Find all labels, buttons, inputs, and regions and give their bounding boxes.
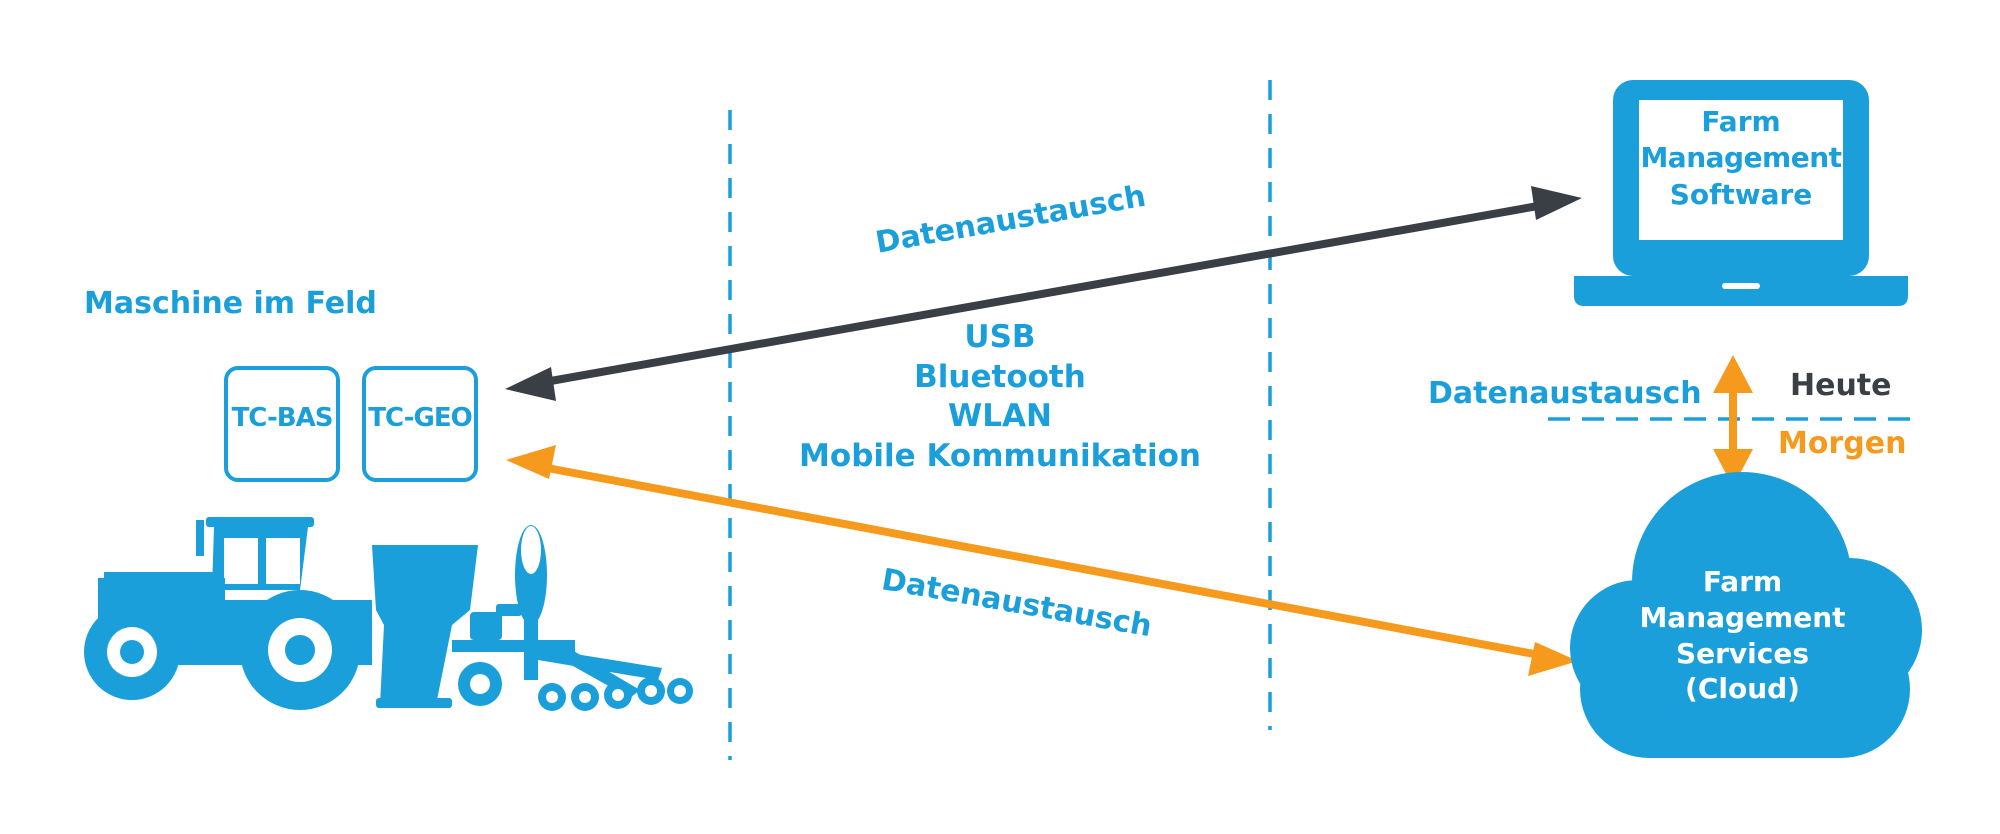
services-line-2: Management [1639,600,1846,634]
right-exchange-label: Datenaustausch [1428,376,1702,411]
software-title: Farm Management Software [1639,104,1843,213]
services-title: Farm Management Services (Cloud) [1600,564,1885,707]
tomorrow-label: Morgen [1778,426,1907,461]
channel-bluetooth: Bluetooth [914,358,1086,395]
seed-drill-icon [372,525,693,711]
upper-exchange-arrow [505,186,1582,401]
today-label: Heute [1790,368,1892,403]
module-box-tc-bas [224,366,340,482]
channel-mobile: Mobile Kommunikation [799,438,1201,475]
vertical-exchange-arrow [1713,355,1753,487]
machine-title: Maschine im Feld [84,286,377,321]
module-box-tc-geo [362,366,478,482]
channel-usb: USB [964,319,1036,355]
channel-list: USB Bluetooth WLAN Mobile Kommunikation [760,318,1240,477]
channel-wlan: WLAN [948,398,1052,435]
services-line-4: (Cloud) [1685,672,1800,706]
software-line-2: Management [1640,141,1842,175]
laptop-icon [1574,80,1908,306]
services-line-1: Farm [1702,565,1783,598]
tractor-icon [84,517,372,710]
software-line-3: Software [1669,177,1813,211]
software-line-1: Farm [1701,105,1781,138]
services-line-3: Services [1675,636,1810,670]
lower-exchange-arrow [506,445,1578,676]
cloud-icon [1570,472,1922,758]
module-label-tc-bas: TC-BAS [231,403,334,433]
module-label-tc-geo: TC-GEO [368,403,472,433]
